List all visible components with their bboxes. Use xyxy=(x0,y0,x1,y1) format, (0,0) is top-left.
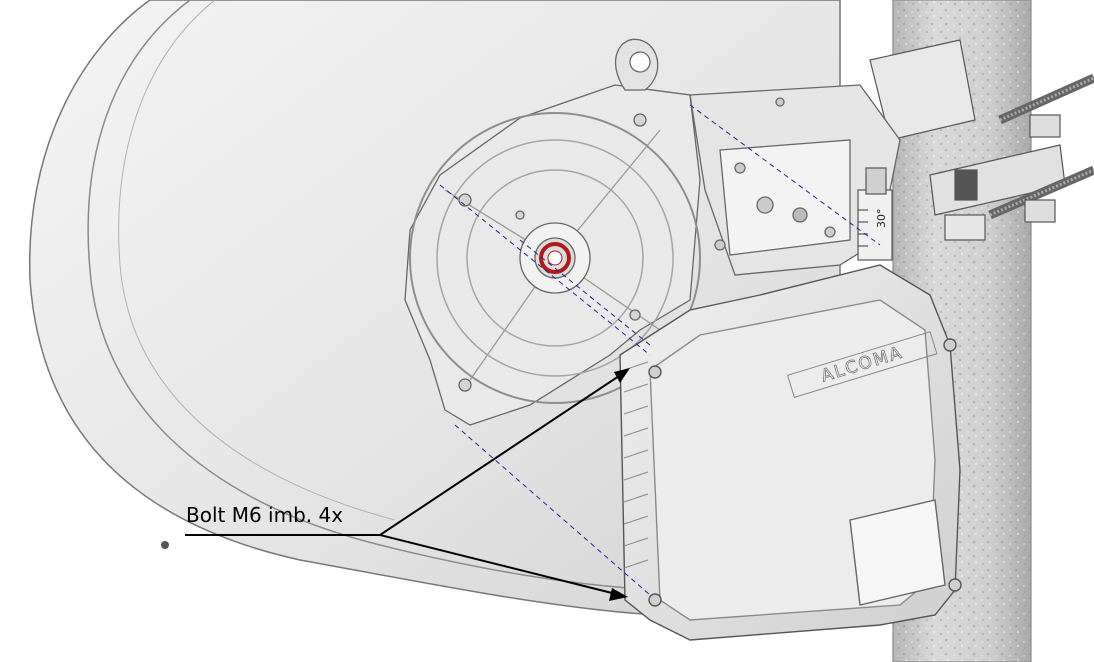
radio-unit xyxy=(619,264,962,641)
alignment-guides xyxy=(439,104,881,596)
callout-arrowheads xyxy=(609,368,630,601)
arrowhead-upper xyxy=(614,368,630,383)
elevation-adjuster xyxy=(857,167,893,261)
pole-clamp xyxy=(869,39,1094,241)
mount-bracket xyxy=(689,84,901,276)
arrowhead-lower xyxy=(609,588,628,601)
callout-leader xyxy=(185,371,626,596)
callout-label: Bolt M6 imb. 4x xyxy=(186,503,344,527)
feed-seal-ring xyxy=(539,242,571,274)
angle-scale-label: 30° xyxy=(875,208,888,229)
